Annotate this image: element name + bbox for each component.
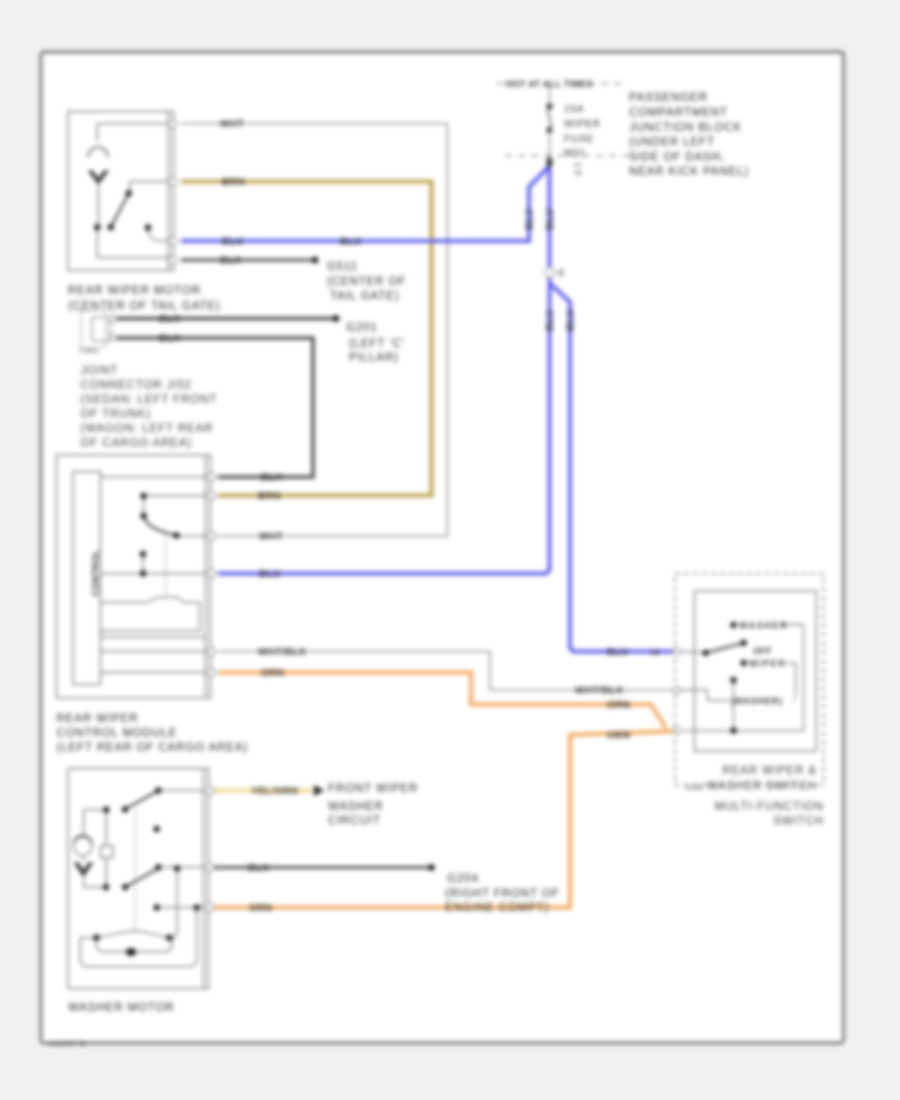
svg-text:(SEDAN: LEFT FRONT: (SEDAN: LEFT FRONT <box>81 394 218 406</box>
svg-text:(UNDER LEFT: (UNDER LEFT <box>629 137 715 149</box>
svg-text:BRN: BRN <box>258 491 281 502</box>
svg-text:15A: 15A <box>564 104 584 115</box>
svg-text:(LEFT ‘C’: (LEFT ‘C’ <box>349 338 405 350</box>
svg-text:SWITCH: SWITCH <box>773 816 824 828</box>
svg-text:G201: G201 <box>346 322 378 334</box>
svg-text:REAR WIPER MOTOR: REAR WIPER MOTOR <box>68 285 201 297</box>
svg-text:BLK: BLK <box>159 314 181 325</box>
svg-text:BLK: BLK <box>159 334 181 345</box>
svg-text:PASSENGER: PASSENGER <box>629 92 708 104</box>
svg-text:PILLAR): PILLAR) <box>349 352 399 364</box>
svg-text:YEL/ORN: YEL/ORN <box>251 786 298 797</box>
svg-text:WASHER SWITCH: WASHER SWITCH <box>707 781 817 793</box>
svg-text:CONNECTOR J/02: CONNECTOR J/02 <box>81 380 192 392</box>
svg-text:SIDE OF DASH,: SIDE OF DASH, <box>629 152 725 164</box>
svg-text:BLU: BLU <box>545 208 556 230</box>
svg-text:NEAR KICK PANEL): NEAR KICK PANEL) <box>629 166 749 178</box>
svg-text:(WAGON: LEFT REAR: (WAGON: LEFT REAR <box>81 423 214 435</box>
svg-text:BLK: BLK <box>261 473 283 484</box>
svg-text:ORN: ORN <box>261 668 284 679</box>
svg-text:WASHER MOTOR: WASHER MOTOR <box>68 1002 175 1014</box>
svg-text:FRONT WIPER: FRONT WIPER <box>328 783 418 795</box>
svg-text:REAR WIPER &: REAR WIPER & <box>722 765 817 777</box>
svg-text:JOINT: JOINT <box>81 365 119 377</box>
svg-text:16: 16 <box>650 648 660 657</box>
svg-text:BLU: BLU <box>607 647 629 658</box>
svg-text:M31: M31 <box>564 148 586 159</box>
svg-text:BLU: BLU <box>545 309 556 331</box>
svg-text:TAIL GATE): TAIL GATE) <box>330 291 400 303</box>
svg-text:C902: C902 <box>80 348 99 355</box>
svg-text:(CENTER OF: (CENTER OF <box>327 276 406 288</box>
svg-text:C: C <box>558 268 565 278</box>
svg-text:WHT: WHT <box>220 119 244 130</box>
svg-text:REAR WIPER: REAR WIPER <box>57 713 139 725</box>
svg-text:ORN: ORN <box>607 700 630 711</box>
svg-text:(LEFT REAR OF CARGO AREA): (LEFT REAR OF CARGO AREA) <box>57 742 249 754</box>
svg-text:WHT/BLK: WHT/BLK <box>575 686 624 697</box>
svg-text:WIPER: WIPER <box>564 119 601 130</box>
svg-text:BLU: BLU <box>525 208 536 230</box>
svg-text:MULTI-FUNCTION: MULTI-FUNCTION <box>715 801 825 813</box>
svg-text:BLU: BLU <box>222 237 244 248</box>
svg-text:WHT/BLK: WHT/BLK <box>258 647 307 658</box>
svg-text:OFF: OFF <box>753 646 772 656</box>
svg-text:JUNCTION BLOCK: JUNCTION BLOCK <box>629 122 742 134</box>
svg-text:BLU: BLU <box>340 237 362 248</box>
svg-text:CIRCUIT: CIRCUIT <box>328 815 381 827</box>
svg-text:(RIGHT FRONT OF: (RIGHT FRONT OF <box>445 888 560 900</box>
svg-text:WASHER: WASHER <box>739 621 788 631</box>
svg-text:C206: C206 <box>686 785 703 792</box>
svg-text:BLU: BLU <box>566 309 577 331</box>
svg-text:OF CARGO AREA): OF CARGO AREA) <box>81 438 193 450</box>
svg-text:COMPARTMENT: COMPARTMENT <box>629 107 728 119</box>
svg-text:16: 16 <box>572 162 583 179</box>
svg-text:CONTROL: CONTROL <box>91 550 101 597</box>
svg-text:412087-B: 412087-B <box>49 1039 86 1048</box>
svg-text:CONTROL MODULE: CONTROL MODULE <box>57 728 178 740</box>
svg-text:BRN: BRN <box>222 177 245 188</box>
svg-text:OF TRUNK): OF TRUNK) <box>81 409 152 421</box>
svg-text:G511: G511 <box>327 261 358 273</box>
svg-text:G204: G204 <box>447 873 479 885</box>
svg-text:ENGINE COMPT): ENGINE COMPT) <box>445 902 549 914</box>
svg-text:WHT: WHT <box>259 532 283 543</box>
svg-text:BLK: BLK <box>248 863 270 874</box>
svg-text:WIPER: WIPER <box>749 659 787 669</box>
svg-text:(CENTER OF TAIL GATE): (CENTER OF TAIL GATE) <box>68 301 221 313</box>
svg-text:(WASHER): (WASHER) <box>731 696 783 706</box>
svg-text:ORN: ORN <box>249 903 272 914</box>
svg-text:HOT AT ALL TIMES: HOT AT ALL TIMES <box>506 79 593 89</box>
svg-text:FUSE: FUSE <box>564 134 594 145</box>
svg-text:BLK: BLK <box>220 256 242 267</box>
svg-text:WASHER: WASHER <box>328 801 383 813</box>
svg-text:ORN: ORN <box>607 731 630 742</box>
svg-text:BLU: BLU <box>259 569 281 580</box>
